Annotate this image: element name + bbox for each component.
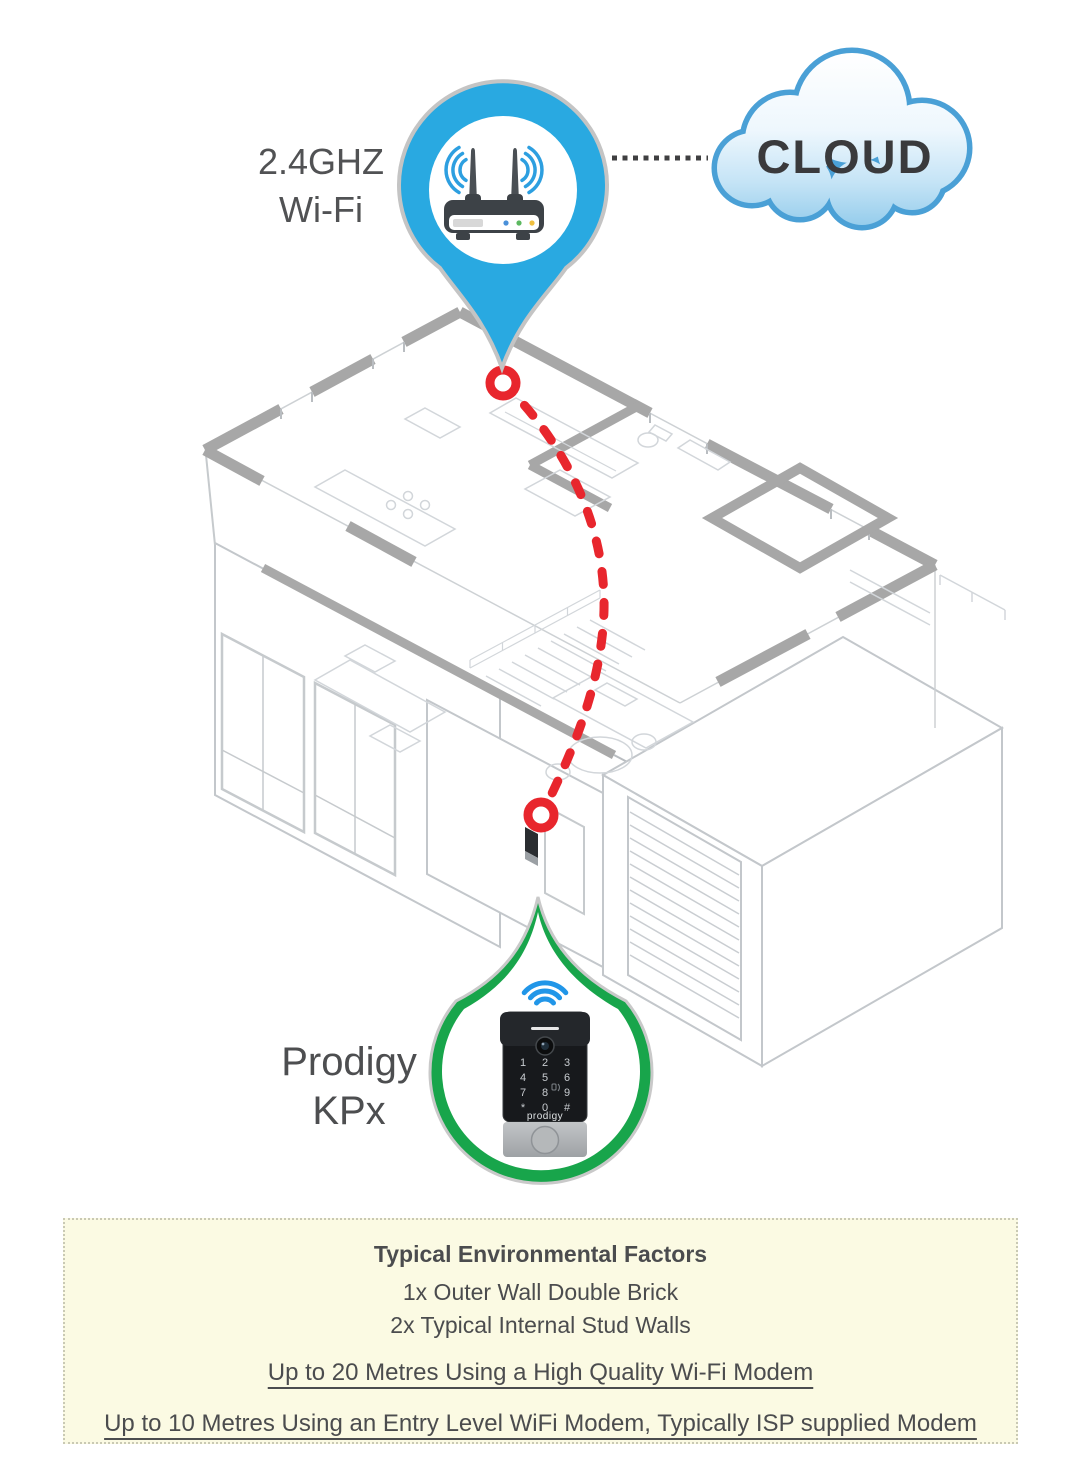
signal-path: [485, 365, 609, 833]
wifi-waves-icon: [444, 145, 544, 195]
front-door: [544, 804, 585, 916]
signal-endpoint-doorbell: [523, 797, 559, 833]
info-box-title: Typical Environmental Factors: [373, 1241, 708, 1267]
info-box: Typical Environmental Factors 1x Outer W…: [63, 1218, 1018, 1444]
svg-text:2: 2: [542, 1057, 548, 1069]
svg-text:*: *: [521, 1102, 526, 1114]
svg-text:7: 7: [520, 1087, 526, 1099]
doorbell-label-line1: Prodigy: [281, 1040, 417, 1084]
router-label-line1: 2.4GHZ: [257, 141, 385, 182]
svg-text:1: 1: [520, 1057, 526, 1069]
wifi-signal-icon: [521, 980, 569, 1006]
router-pin: [397, 79, 609, 374]
svg-text:4: 4: [520, 1072, 526, 1084]
rfid-icon: [551, 1083, 560, 1092]
brand-logo: prodigy: [527, 1111, 563, 1122]
doorbell-label: Prodigy KPx: [257, 1038, 441, 1136]
info-factor-2: 2x Typical Internal Stud Walls: [390, 1312, 691, 1338]
svg-text:0: 0: [542, 1102, 548, 1114]
wall-keypad-icon: [525, 827, 538, 866]
house-window: [220, 631, 397, 878]
info-range-1: Up to 20 Metres Using a High Quality Wi-…: [267, 1359, 814, 1386]
cloud-icon: CLOUD: [711, 47, 973, 231]
router-label: 2.4GHZ Wi-Fi: [235, 138, 407, 234]
svg-text:8: 8: [542, 1087, 548, 1099]
slab-edge: [260, 564, 617, 759]
info-factor-1: 1x Outer Wall Double Brick: [402, 1279, 679, 1305]
garage: [600, 635, 1005, 1068]
garage-door: [627, 795, 742, 1042]
svg-text:9: 9: [564, 1087, 570, 1099]
svg-text:5: 5: [542, 1072, 548, 1084]
floorplan-furniture: [313, 397, 1006, 781]
doorbell-device: 1 2 3 4 5 6 7 8 9 * 0 # prodigy: [500, 1011, 590, 1157]
router-label-line2: Wi-Fi: [279, 189, 363, 230]
info-range-2: Up to 10 Metres Using an Entry Level WiF…: [104, 1410, 977, 1437]
cloud-label: CLOUD: [756, 130, 933, 183]
svg-text:6: 6: [564, 1072, 570, 1084]
svg-text:#: #: [564, 1102, 571, 1114]
doorbell-pin: 1 2 3 4 5 6 7 8 9 * 0 # prodigy: [428, 896, 654, 1185]
call-button: [530, 1125, 560, 1155]
keypad: 1 2 3 4 5 6 7 8 9 * 0 #: [520, 1057, 571, 1114]
house-floorplan-illustration: [202, 307, 1006, 1068]
signal-endpoint-router: [485, 365, 521, 401]
camera-icon: [535, 1036, 555, 1056]
svg-text:3: 3: [564, 1057, 570, 1069]
wall-caps: [202, 307, 938, 687]
wifi-router-icon: [444, 145, 544, 240]
doorbell-label-line2: KPx: [312, 1089, 386, 1133]
